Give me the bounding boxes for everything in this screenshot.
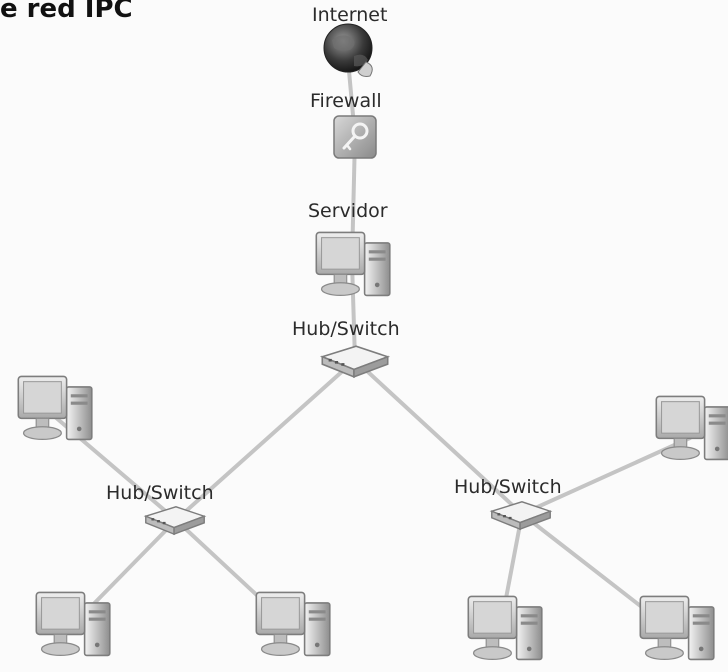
left-switch-label: Hub/Switch — [106, 482, 214, 504]
connection-line-right_switch-pc_top_right — [520, 436, 692, 516]
firewall-label: Firewall — [310, 90, 382, 112]
switch-icon — [321, 345, 389, 378]
computer-icon — [35, 591, 111, 657]
computer-icon — [17, 375, 93, 441]
connection-line-main_switch-left_switch — [174, 358, 357, 522]
right-switch-label: Hub/Switch — [454, 476, 562, 498]
computer-icon — [655, 395, 728, 461]
computer-icon — [255, 591, 331, 657]
main-switch-label: Hub/Switch — [292, 318, 400, 340]
globe-icon — [323, 23, 373, 77]
computer-icon — [467, 595, 543, 661]
computer-icon — [639, 595, 715, 661]
switch-icon — [145, 506, 205, 535]
internet-label: Internet — [312, 4, 388, 26]
key-icon — [333, 115, 377, 159]
connection-line-main_switch-right_switch — [353, 358, 524, 516]
servidor-label: Servidor — [308, 200, 388, 222]
server-computer-icon — [315, 231, 391, 297]
page-heading-fragment: e red IPC — [0, 0, 133, 24]
connection-line-servidor-main_switch — [350, 260, 357, 362]
